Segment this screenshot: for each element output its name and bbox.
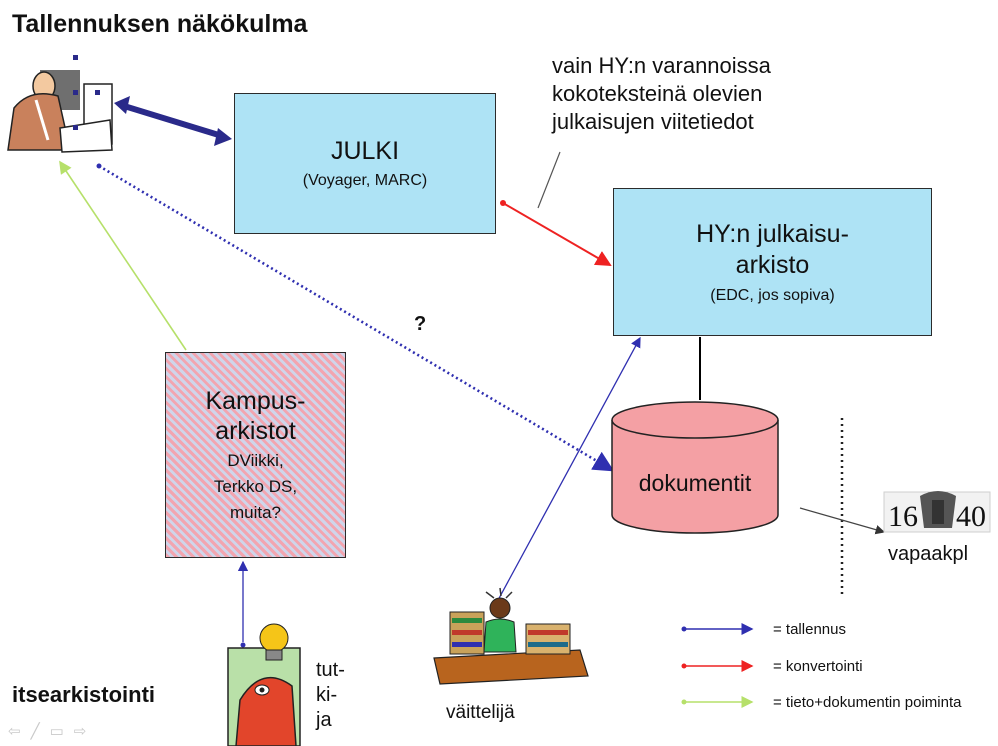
note-connector bbox=[537, 151, 561, 209]
legend-poiminta: = tieto+dokumentin poiminta bbox=[773, 694, 962, 711]
thick-arrow-worker-julki bbox=[114, 96, 232, 146]
tutkija-line-3: ja bbox=[316, 709, 332, 731]
logo-1640-icon: 16 40 bbox=[883, 491, 991, 533]
blue-arrow-tutkija-kampus bbox=[237, 560, 249, 648]
julki-subtitle: (Voyager, MARC) bbox=[302, 172, 428, 189]
dokumentit-label: dokumentit bbox=[638, 470, 752, 496]
office-worker-icon bbox=[7, 55, 113, 153]
kampus-item-1: DViikki, bbox=[227, 451, 284, 470]
researcher-icon bbox=[227, 623, 301, 746]
legend-arrows bbox=[681, 623, 754, 708]
prev-slide-icon[interactable]: ⇦ bbox=[8, 723, 21, 740]
arrow-dokumentit-vapaakpl bbox=[799, 507, 886, 535]
tutkija-line-2: ki- bbox=[316, 684, 338, 706]
red-arrow-julki-hy bbox=[500, 200, 612, 267]
tutkija-label: tut- ki- ja bbox=[316, 658, 345, 733]
kampus-item-2: Terkko DS, bbox=[213, 477, 298, 496]
vaittelija-label: väittelijä bbox=[446, 702, 515, 723]
hy-title-line1: HY:n julkaisu- bbox=[696, 220, 849, 248]
legend-konvertointi: = konvertointi bbox=[773, 658, 863, 675]
hy-title-line2: arkisto bbox=[735, 251, 810, 279]
kampus-title-line1: Kampus- bbox=[205, 387, 306, 415]
kampus-title-line2: arkistot bbox=[215, 417, 296, 445]
vapaakpl-label: vapaakpl bbox=[888, 543, 969, 565]
green-arrow-kampus-worker bbox=[59, 160, 187, 351]
menu-icon[interactable]: ▭ bbox=[49, 723, 64, 740]
legend-tallennus: = tallennus bbox=[773, 621, 846, 638]
julki-box: JULKI (Voyager, MARC) bbox=[234, 93, 496, 234]
kampus-item-3: muita? bbox=[229, 503, 282, 522]
itsearkistointi-label: itsearkistointi bbox=[12, 682, 156, 707]
julki-title: JULKI bbox=[330, 137, 400, 165]
hy-archive-box: HY:n julkaisu- arkisto (EDC, jos sopiva) bbox=[613, 188, 932, 336]
page-title: Tallennuksen näkökulma bbox=[12, 10, 308, 38]
pen-icon[interactable]: ╱ bbox=[30, 723, 40, 740]
student-at-desk-icon bbox=[433, 587, 589, 685]
note-text: vain HY:n varannoissa kokoteksteinä olev… bbox=[552, 53, 771, 134]
dokumentit-cylinder bbox=[611, 401, 779, 534]
logo-text-right: 40 bbox=[956, 500, 986, 533]
kampus-box: Kampus- arkistot DViikki, Terkko DS, mui… bbox=[165, 352, 346, 558]
dotted-arrow-worker-dokumentit bbox=[96, 163, 615, 472]
tutkija-line-1: tut- bbox=[316, 659, 345, 681]
hy-subtitle: (EDC, jos sopiva) bbox=[710, 287, 835, 304]
slide-navigation: ⇦ ╱ ▭ ⇨ bbox=[8, 722, 86, 740]
question-mark: ? bbox=[414, 313, 427, 335]
next-slide-icon[interactable]: ⇨ bbox=[73, 723, 87, 740]
logo-text-left: 16 bbox=[888, 500, 918, 533]
